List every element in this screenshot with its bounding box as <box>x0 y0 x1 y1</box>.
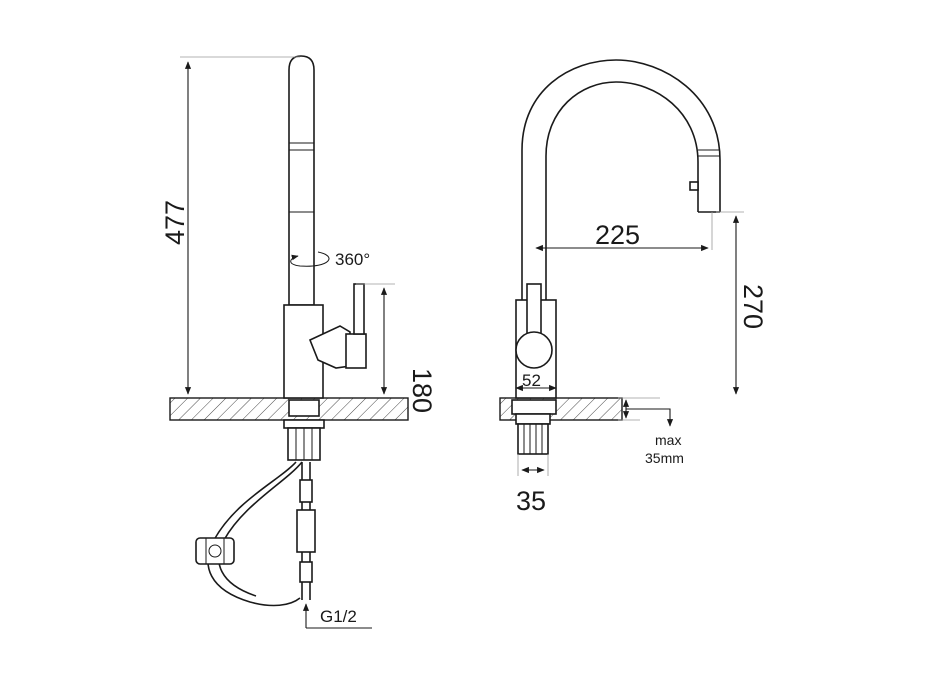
pullout-hose <box>207 461 301 607</box>
max-thickness: 35mm <box>645 450 684 466</box>
dim-reach: 225 <box>595 220 640 250</box>
side-view <box>169 55 409 629</box>
handle-knob <box>515 331 553 369</box>
rotation-arrow <box>290 251 330 267</box>
gooseneck-spout <box>521 59 721 300</box>
dim-handle-height: 180 <box>407 368 437 413</box>
dim-base-diameter: 52 <box>522 371 541 390</box>
shank-front <box>517 423 549 455</box>
dim-rotation: 360° <box>335 250 370 269</box>
dim-spout-height: 270 <box>738 284 768 329</box>
front-view <box>499 59 744 476</box>
hose-weight <box>195 537 235 565</box>
spout-tube <box>288 55 315 306</box>
dim-shank-diameter: 35 <box>516 486 546 516</box>
mount-nut <box>288 399 320 417</box>
max-label: max <box>655 432 681 448</box>
dim-total-height: 477 <box>160 200 190 245</box>
thread-label: G1/2 <box>320 607 357 626</box>
